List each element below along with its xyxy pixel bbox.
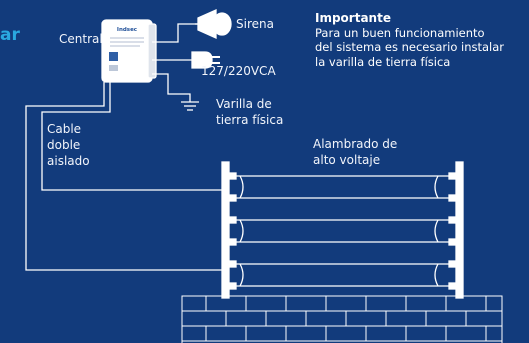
label-central: Central: [59, 32, 103, 46]
important-title: Importante: [315, 11, 391, 25]
central-device: [101, 19, 157, 83]
cable-wire-top: [41, 82, 226, 191]
fence-jumpers: [239, 175, 439, 287]
label-voltage: 127/220VCA: [201, 64, 276, 78]
label-fence-line1: Alambrado de: [313, 137, 398, 151]
label-ground-rod-line2: tierra física: [216, 113, 284, 127]
fence-wires: [229, 175, 456, 287]
label-cable-line1: Cable: [47, 122, 82, 136]
label-siren: Sirena: [236, 17, 274, 31]
fence-post-right: [455, 161, 464, 299]
important-line2: del sistema es necesario instalar: [315, 40, 505, 54]
ground-icon: [181, 101, 199, 111]
siren-icon: [195, 8, 232, 40]
heading-fragment: ar: [0, 25, 20, 45]
label-ground-rod-line1: Varilla de: [216, 97, 272, 111]
ground-wire: [152, 73, 191, 102]
important-note: Importante Para un buen funcionamiento d…: [315, 11, 504, 69]
label-fence-line2: alto voltaje: [313, 153, 381, 167]
label-cable-line2: doble: [47, 138, 81, 152]
brick-wall: [181, 295, 503, 343]
siren-wire: [152, 23, 198, 43]
device-brand: Indsec: [117, 27, 137, 33]
important-line3: la varilla de tierra física: [315, 54, 451, 69]
plug-icon: [191, 51, 220, 69]
cable-wire-bottom: [25, 82, 226, 271]
label-cable-line3: aislado: [47, 154, 90, 168]
fence-insulators: [228, 172, 457, 290]
important-line1: Para un buen funcionamiento: [315, 25, 485, 40]
fence-post-left: [221, 161, 230, 299]
